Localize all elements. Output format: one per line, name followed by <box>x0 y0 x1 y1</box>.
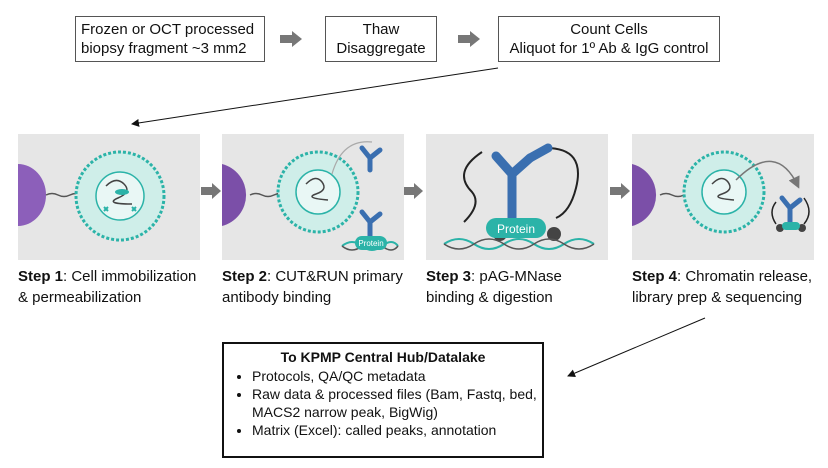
release-arrow <box>735 160 800 189</box>
bead-shape <box>222 164 247 226</box>
protein-shape <box>355 236 387 250</box>
box-line: biopsy fragment ~3 mm2 <box>81 40 247 57</box>
step3-caption: Step 3: pAG-MNase binding & digestion <box>426 266 626 308</box>
step-text: : CUT&RUN primary <box>267 268 403 285</box>
step4-illustration <box>632 134 814 260</box>
flow-arrow-icon <box>403 183 423 199</box>
chromatin-loop <box>463 147 579 223</box>
input-box-biopsy: Frozen or OCT processed biopsy fragment … <box>75 16 265 62</box>
hub-list: Protocols, QA/QC metadata Raw data & pro… <box>224 367 542 439</box>
step-text-line2: library prep & sequencing <box>632 289 803 306</box>
box-line: Disaggregate <box>336 40 426 57</box>
hub-title: To KPMP Central Hub/Datalake <box>280 349 486 365</box>
step-number: Step 4 <box>632 268 678 285</box>
bead-shape-highlight <box>18 164 46 226</box>
flow-arrow-icon <box>458 31 480 47</box>
released-fragment <box>771 197 810 225</box>
flow-arrow-icon <box>280 31 302 47</box>
protein-shape <box>782 222 800 230</box>
protein-label: Protein <box>358 239 383 248</box>
hub-list-item: Protocols, QA/QC metadata <box>252 367 542 385</box>
step-text-line2: & permeabilization <box>18 289 142 306</box>
antibody-icon <box>359 145 383 173</box>
pore-marks <box>103 206 137 212</box>
protein-label: Protein <box>497 222 535 236</box>
step-text-line2: binding & digestion <box>426 289 553 306</box>
flow-arrow-icon <box>610 183 630 199</box>
step-number: Step 1 <box>18 268 64 285</box>
flow-arrow-icon <box>201 183 221 199</box>
box-line: Aliquot for 1º Ab & IgG control <box>509 40 709 57</box>
chromatin-strand <box>305 177 329 201</box>
step-text: : Chromatin release, <box>677 268 813 285</box>
box-line: Count Cells <box>570 21 648 38</box>
step-text-line2: antibody binding <box>222 289 332 306</box>
callout-line <box>331 141 373 175</box>
process-box-count: Count Cells Aliquot for 1º Ab & IgG cont… <box>498 16 720 62</box>
step1-illustration <box>18 134 200 260</box>
dna-strand <box>443 238 595 250</box>
connector-line-top <box>131 67 499 127</box>
protein-dot <box>115 189 129 195</box>
step-number: Step 3 <box>426 268 472 285</box>
step2-caption: Step 2: CUT&RUN primary antibody binding <box>222 266 422 308</box>
bead-shape <box>632 164 657 226</box>
cell-nucleus <box>701 169 747 215</box>
step4-caption: Step 4: Chromatin release, library prep … <box>632 266 828 308</box>
step-number: Step 2 <box>222 268 268 285</box>
step3-illustration: Protein <box>426 134 608 260</box>
hub-list-item: Raw data & processed files (Bam, Fastq, … <box>252 385 542 421</box>
box-line: Frozen or OCT processed <box>81 21 255 38</box>
data-hub-box: To KPMP Central Hub/Datalake Protocols, … <box>222 342 544 458</box>
step1-caption: Step 1: Cell immobilization & permeabili… <box>18 266 218 308</box>
step2-illustration: Protein <box>222 134 404 260</box>
dna-strand <box>443 238 595 250</box>
antibody-icon <box>359 209 383 241</box>
hub-list-item: Matrix (Excel): called peaks, annotation <box>252 421 542 439</box>
chromatin-strand <box>711 177 735 201</box>
mnase-dot <box>547 227 561 241</box>
antibody-icon <box>491 151 535 223</box>
connector-line-hub <box>567 317 706 377</box>
process-box-thaw: Thaw Disaggregate <box>325 16 437 62</box>
cell-nucleus <box>295 169 341 215</box>
antibody-arm <box>525 143 553 163</box>
cell-nucleus <box>95 171 145 221</box>
protein-shape <box>486 218 546 238</box>
step-text: : Cell immobilization <box>63 268 197 285</box>
antibody-icon <box>779 195 803 229</box>
box-line: Thaw <box>362 21 400 38</box>
step-text: : pAG-MNase <box>471 268 562 285</box>
